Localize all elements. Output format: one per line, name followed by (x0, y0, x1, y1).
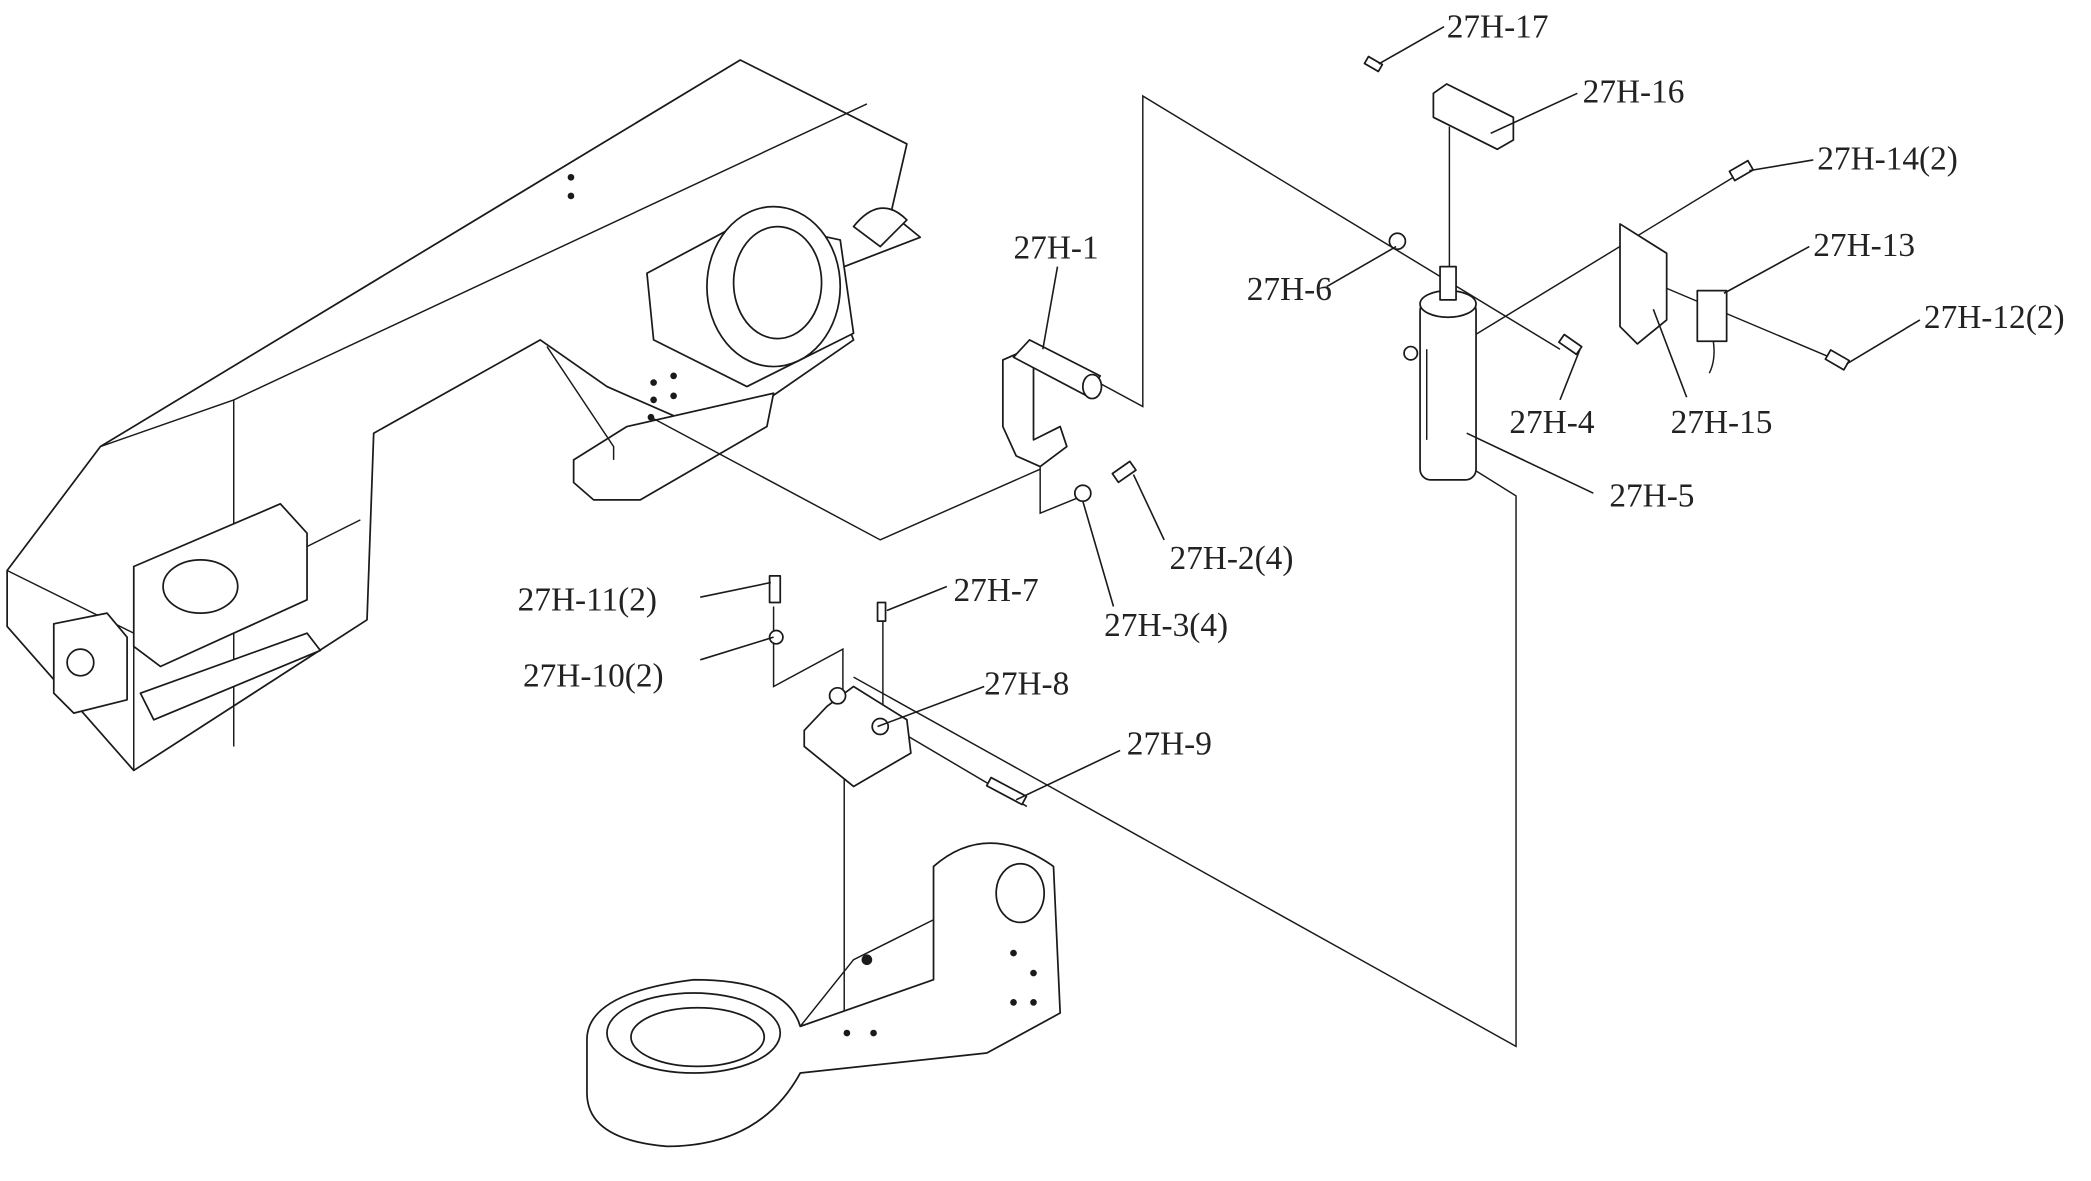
leader-lines (700, 25, 1921, 801)
label-27H-5: 27H-5 (1609, 478, 1694, 515)
label-27H-12: 27H-12(2) (1924, 299, 2065, 336)
fasteners (768, 55, 1851, 806)
label-27H-17: 27H-17 (1447, 8, 1549, 45)
label-27H-9: 27H-9 (1127, 725, 1212, 762)
label-27H-8: 27H-8 (984, 665, 1069, 702)
sensor-27H-13 (1696, 289, 1728, 374)
label-27H-16: 27H-16 (1583, 74, 1685, 111)
label-27H-14: 27H-14(2) (1817, 140, 1958, 177)
saw-arm-frame (6, 59, 922, 772)
label-27H-2: 27H-2(4) (1169, 540, 1293, 577)
label-27H-7: 27H-7 (954, 572, 1039, 609)
label-27H-13: 27H-13 (1813, 227, 1915, 264)
label-27H-6: 27H-6 (1247, 271, 1332, 308)
base-pivot (586, 842, 1062, 1148)
block-27H-16 (1432, 83, 1515, 151)
hinge-bracket-27H-8 (803, 685, 912, 788)
label-27H-10: 27H-10(2) (523, 657, 664, 694)
cylinder-27H-5 (1403, 265, 1477, 481)
label-27H-15: 27H-15 (1671, 404, 1773, 441)
label-27H-11: 27H-11(2) (518, 581, 657, 618)
label-27H-1: 27H-1 (1014, 230, 1099, 267)
label-27H-3: 27H-3(4) (1104, 607, 1228, 644)
label-27H-4: 27H-4 (1509, 404, 1594, 441)
handle-lever-27H-1 (1001, 339, 1103, 468)
